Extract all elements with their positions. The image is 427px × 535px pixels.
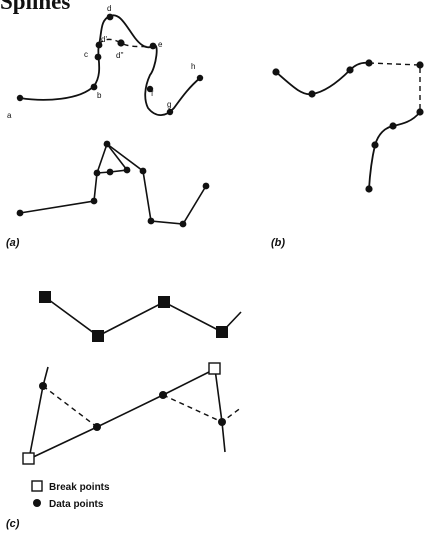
data-point	[371, 141, 379, 149]
legend: Break points Data points	[31, 480, 110, 510]
point-label-b: b	[97, 91, 102, 100]
control-polygon-a-tail	[106, 143, 207, 225]
panel-label-c: (c)	[6, 518, 20, 530]
point-label-f: f	[151, 89, 154, 98]
panel-label-a: (a)	[6, 237, 20, 249]
data-point	[95, 41, 103, 49]
spline-gap-dashed	[368, 62, 421, 112]
legend-data-point-icon	[33, 499, 41, 507]
data-point	[123, 166, 131, 174]
data-point	[416, 61, 424, 69]
legend-break-point-icon	[31, 480, 43, 492]
spline-curve-a	[19, 14, 201, 117]
spline-curve-b-right	[368, 111, 421, 190]
point-label-d: d	[107, 4, 111, 13]
data-point	[272, 68, 280, 76]
square-marker	[216, 326, 228, 338]
data-point	[389, 122, 397, 130]
spline-curve-b	[275, 61, 370, 96]
data-point	[106, 168, 114, 176]
point-label-g: g	[167, 100, 171, 109]
square-marker	[92, 330, 104, 342]
panel-c-lower	[22, 362, 243, 465]
break-point-marker	[208, 362, 221, 375]
break-dashed-left	[42, 385, 98, 428]
panel-b-spline	[272, 59, 424, 193]
square-marker	[158, 296, 170, 308]
break-polyline-left	[28, 366, 49, 460]
point-label-h: h	[191, 62, 195, 71]
data-point	[179, 220, 187, 228]
data-point	[308, 90, 316, 98]
data-point	[93, 423, 101, 431]
data-point	[196, 74, 204, 82]
break-polyline-right	[214, 368, 226, 453]
data-point	[139, 167, 147, 175]
point-label-e: e	[158, 40, 163, 49]
legend-break-points-label: Break points	[49, 482, 110, 493]
figure-title: Splines	[0, 0, 70, 14]
panel-label-b: (b)	[271, 237, 285, 249]
break-dashed-right	[162, 394, 243, 423]
data-point	[94, 53, 102, 61]
data-point	[90, 197, 98, 205]
data-point	[346, 66, 354, 74]
control-polygon-a	[19, 142, 129, 214]
data-point	[159, 391, 167, 399]
data-point	[93, 169, 101, 177]
data-point	[147, 217, 155, 225]
data-point	[103, 140, 111, 148]
data-point	[365, 185, 373, 193]
data-point	[149, 42, 157, 50]
data-point	[146, 85, 154, 93]
point-label-d-prime: d'	[101, 35, 107, 44]
point-label-c: c	[84, 50, 88, 59]
break-polyline	[28, 368, 216, 460]
data-point	[202, 182, 210, 190]
data-point	[365, 59, 373, 67]
data-point	[90, 83, 98, 91]
square-marker	[39, 291, 51, 303]
data-point	[416, 108, 424, 116]
data-point	[16, 94, 24, 102]
panel-a-polyline	[16, 140, 210, 228]
data-point	[117, 39, 125, 47]
break-point-marker	[22, 452, 35, 465]
panel-a-smooth-curve: a b c d d' d'' e f g h	[7, 4, 204, 120]
point-label-d-double-prime: d''	[116, 51, 124, 60]
data-point	[39, 382, 47, 390]
data-point	[106, 13, 114, 21]
legend-data-points-label: Data points	[49, 499, 104, 510]
square-polyline	[44, 296, 242, 337]
data-point	[16, 209, 24, 217]
spline-alt-dashed	[98, 38, 154, 48]
panel-c-upper	[39, 291, 242, 342]
data-point	[166, 108, 174, 116]
point-label-a: a	[7, 111, 12, 120]
data-point	[218, 418, 226, 426]
